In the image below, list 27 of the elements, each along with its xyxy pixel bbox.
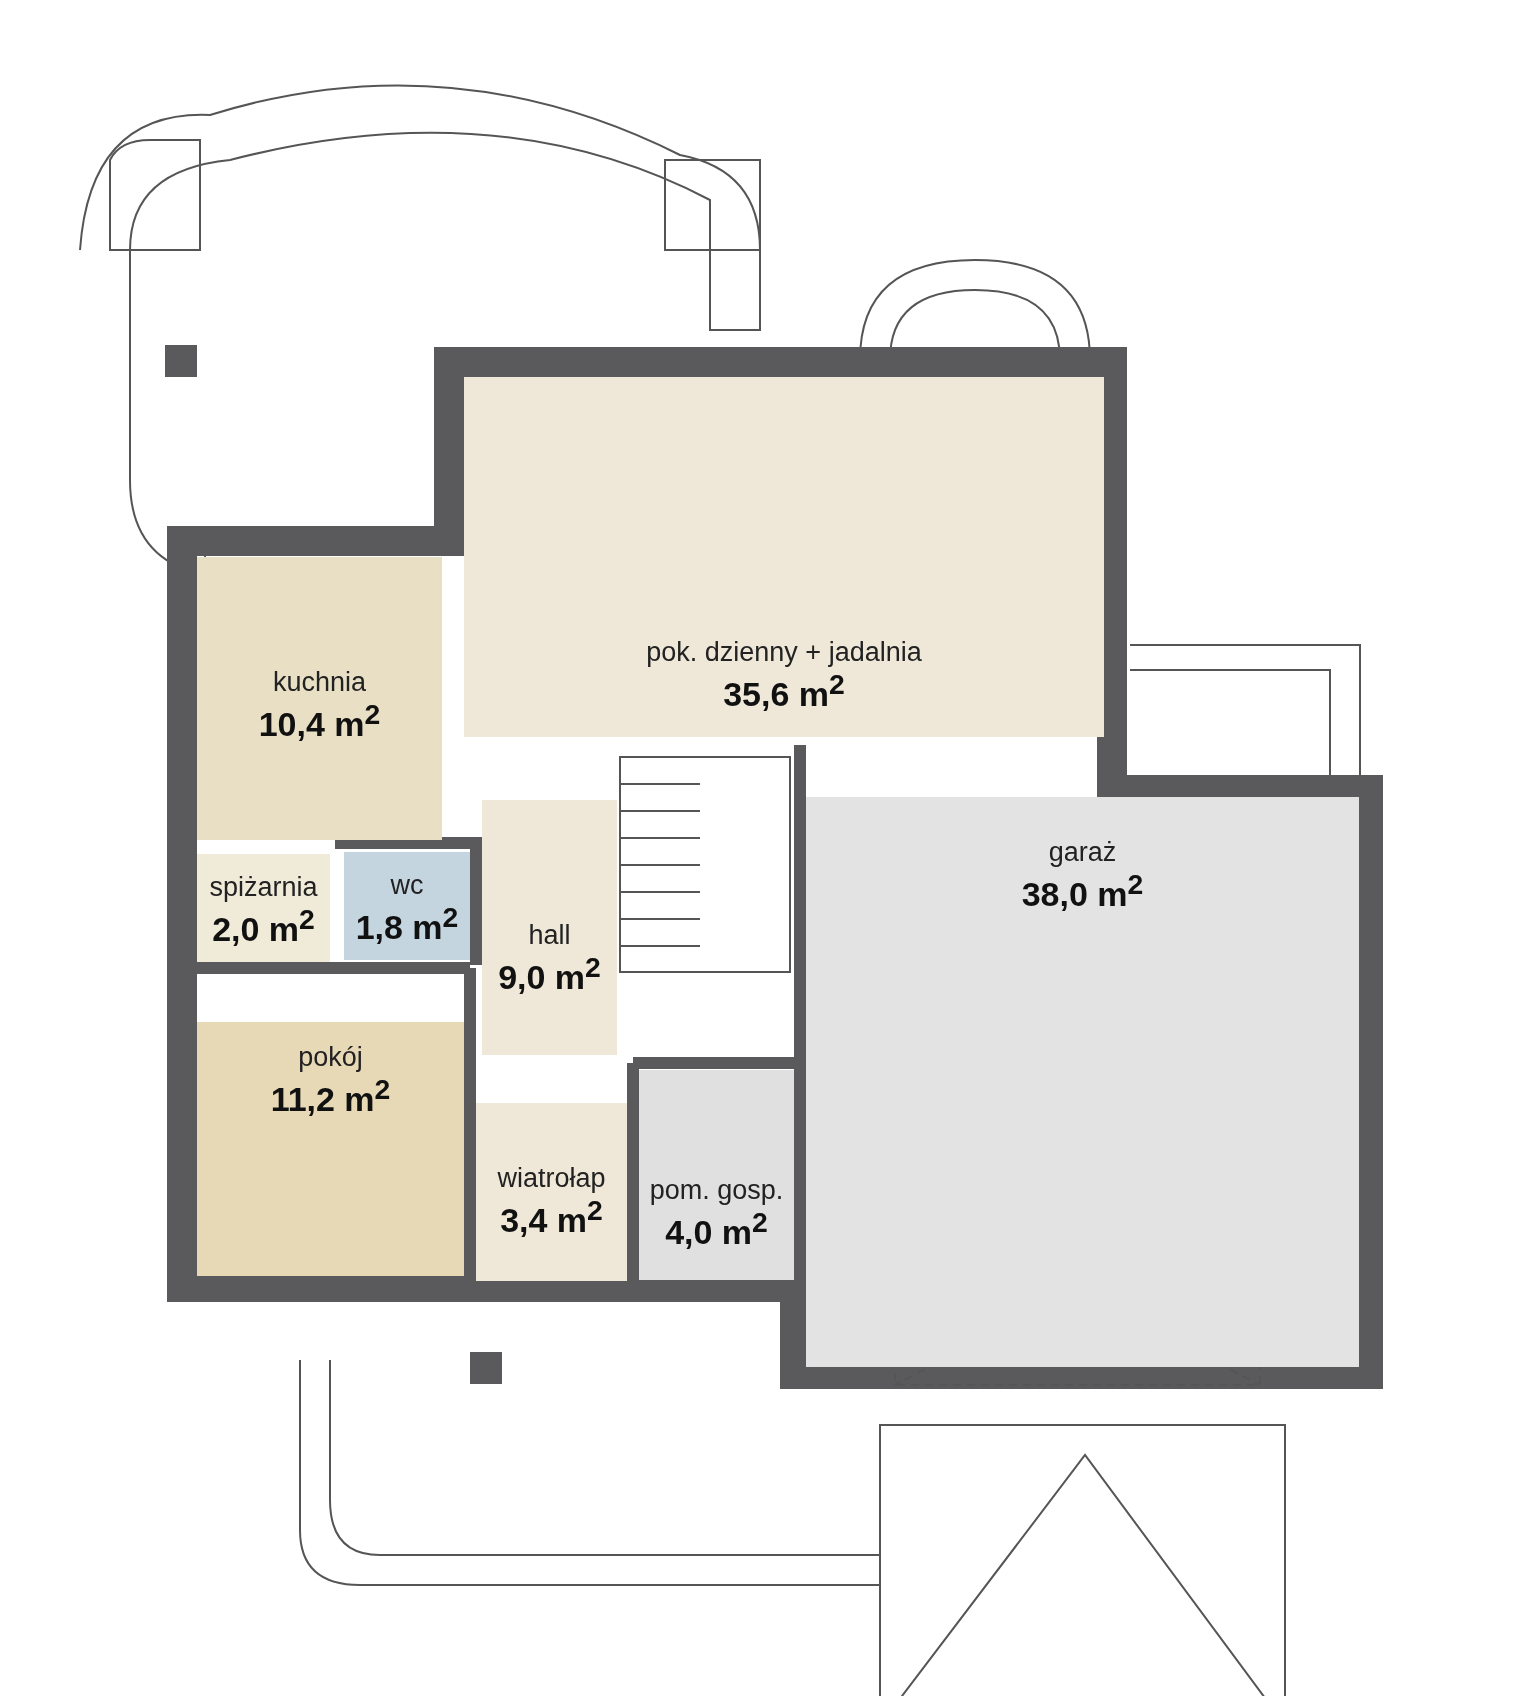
living-dining-room-area: [464, 377, 1104, 737]
room-area-value: 1,8 m$^{2}$: [355, 901, 459, 948]
vestibule-area: [476, 1103, 627, 1281]
room-name: wiatrołap: [497, 1163, 606, 1194]
room-name: spiżarnia: [209, 872, 318, 903]
room-name: kuchnia: [272, 667, 367, 698]
toilet-area: [344, 852, 470, 960]
garage-area: [806, 797, 1359, 1367]
room-area-value: 35,6 m$^{2}$: [723, 668, 845, 715]
pantry-area: [197, 854, 330, 962]
room-area-value: 38,0 m$^{2}$: [1021, 868, 1144, 915]
utility-room-area: [639, 1070, 794, 1280]
room-name: wc: [390, 870, 424, 901]
room-area-value: 4,0 m$^{2}$: [665, 1206, 768, 1253]
room-area: [197, 1022, 464, 1276]
room-area-value: 2,0 m$^{2}$: [212, 903, 315, 950]
kitchen-area: [197, 557, 442, 840]
room-name: pom. gosp.: [649, 1175, 784, 1206]
room-area-value: 11,2 m$^{2}$: [270, 1073, 391, 1120]
room-area-value: 10,4 m$^{2}$: [258, 698, 381, 745]
room-name: pok. dzienny + jadalnia: [646, 637, 922, 668]
room-area-value: 9,0 m$^{2}$: [498, 951, 601, 998]
room-name: garaż: [1048, 837, 1117, 868]
room-name: pokój: [298, 1042, 363, 1073]
room-area-value: 3,4 m$^{2}$: [500, 1194, 603, 1241]
hall-area: [482, 800, 617, 1055]
room-name: hall: [528, 920, 571, 951]
